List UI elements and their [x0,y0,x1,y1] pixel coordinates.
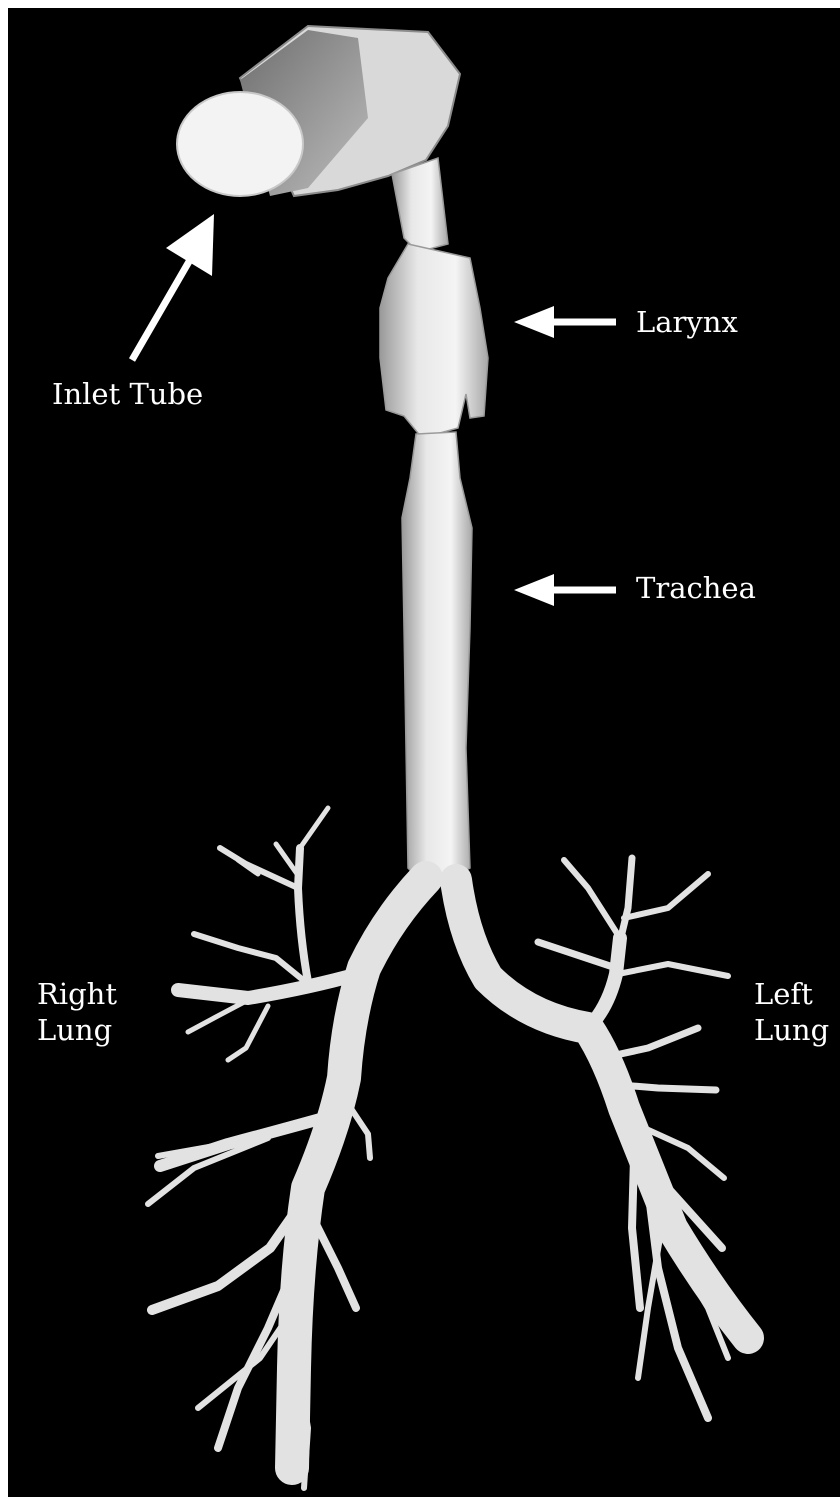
right-lung-tree [148,808,426,1488]
right-lung-label-line1: Right [37,976,117,1012]
left-lung-label: Left Lung [754,976,829,1048]
inlet-tube-arrow [132,214,214,360]
larynx-trachea-shape [380,158,488,888]
airway-model [8,8,840,1497]
left-lung-tree [456,858,748,1418]
larynx-label: Larynx [636,304,738,340]
larynx-arrow [514,306,616,338]
right-lung-label: Right Lung [37,976,117,1048]
left-lung-label-line2: Lung [754,1012,829,1048]
inlet-tube-label: Inlet Tube [52,376,203,412]
diagram-panel: Inlet Tube Larynx Trachea Right Lung Lef… [8,8,840,1497]
right-lung-label-line2: Lung [37,1012,117,1048]
trachea-label: Trachea [636,570,756,606]
left-lung-label-line1: Left [754,976,829,1012]
trachea-arrow [514,574,616,606]
